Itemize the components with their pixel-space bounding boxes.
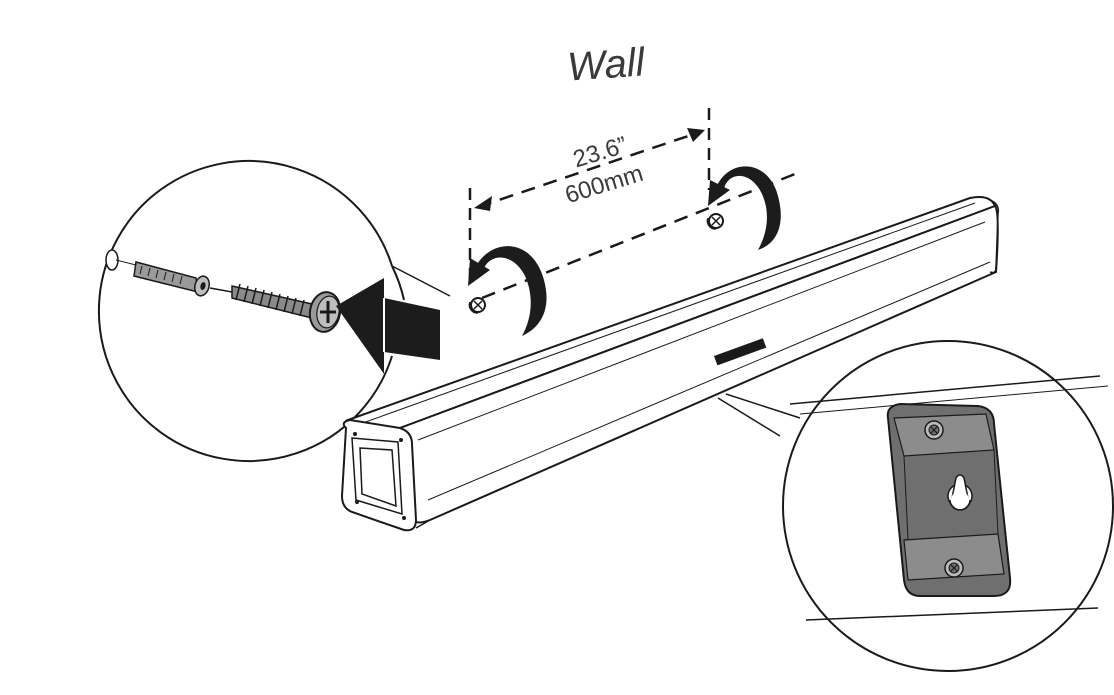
wood-screw-icon (231, 283, 342, 333)
insert-arrow-icon (336, 278, 440, 374)
screw-head-right-icon (706, 213, 724, 230)
soundbar: FURRION (340, 196, 1000, 532)
wall-label: Wall (566, 40, 647, 89)
wall-anchor-icon (133, 261, 210, 297)
keyhole-mounting-bracket-icon (886, 402, 1012, 597)
dimension-arrowhead-left (474, 196, 492, 211)
dimension-line (477, 130, 701, 209)
keyhole-icon (947, 474, 973, 511)
screw-head-left-icon (468, 297, 486, 314)
bracket-detail-callout (717, 340, 1114, 672)
dimension-metric-label: 600mm (562, 160, 646, 209)
rotate-arrow-right-icon (708, 166, 781, 250)
dimension-arrowhead-right (687, 128, 705, 142)
anchor-detail-callout (97, 160, 451, 462)
rotate-arrow-left-icon (468, 246, 547, 336)
dimension-indicator: 23.6” 600mm (468, 108, 711, 285)
